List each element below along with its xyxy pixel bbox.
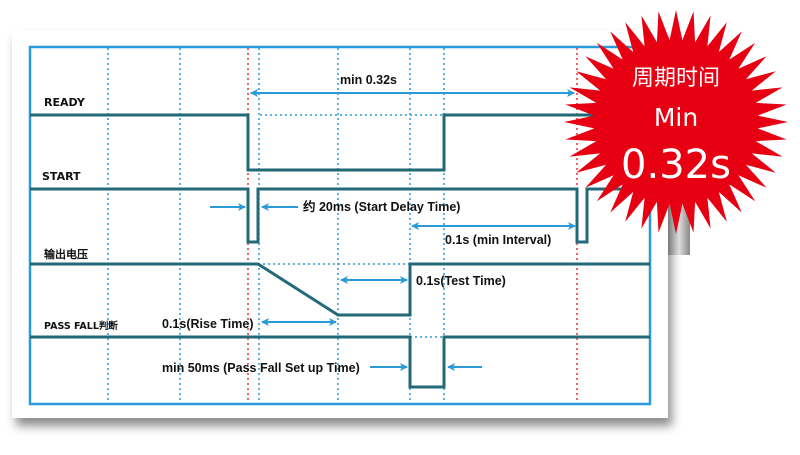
- min-interval-annotation: 0.1s (min Interval): [445, 233, 551, 247]
- start-label: START: [42, 170, 81, 183]
- cycle-annotation: min 0.32s: [340, 73, 397, 87]
- output-voltage-signal: [30, 262, 650, 317]
- test-time-annotation: 0.1s(Test Time): [416, 274, 506, 288]
- badge-min: Min: [654, 103, 698, 132]
- ready-signal: [30, 113, 650, 172]
- ready-label: READY: [44, 96, 86, 109]
- pass-fail-signal: [30, 335, 650, 389]
- setup-annotation: min 50ms (Pass Fall Set up Time): [162, 361, 360, 375]
- diagram-frame: [28, 45, 652, 406]
- diagram-card: [12, 30, 668, 418]
- start-signal: [30, 187, 650, 244]
- rise-time-annotation: 0.1s(Rise Time): [162, 317, 253, 331]
- output-voltage-label: 输出电压: [44, 247, 88, 261]
- start-delay-annotation: 约 20ms (Start Delay Time): [303, 199, 460, 214]
- badge-title: 周期时间: [632, 66, 720, 91]
- pass-fail-label: PASS FALL判断: [44, 320, 118, 332]
- badge-value: 0.32s: [621, 142, 731, 188]
- starburst-badge: [564, 10, 788, 234]
